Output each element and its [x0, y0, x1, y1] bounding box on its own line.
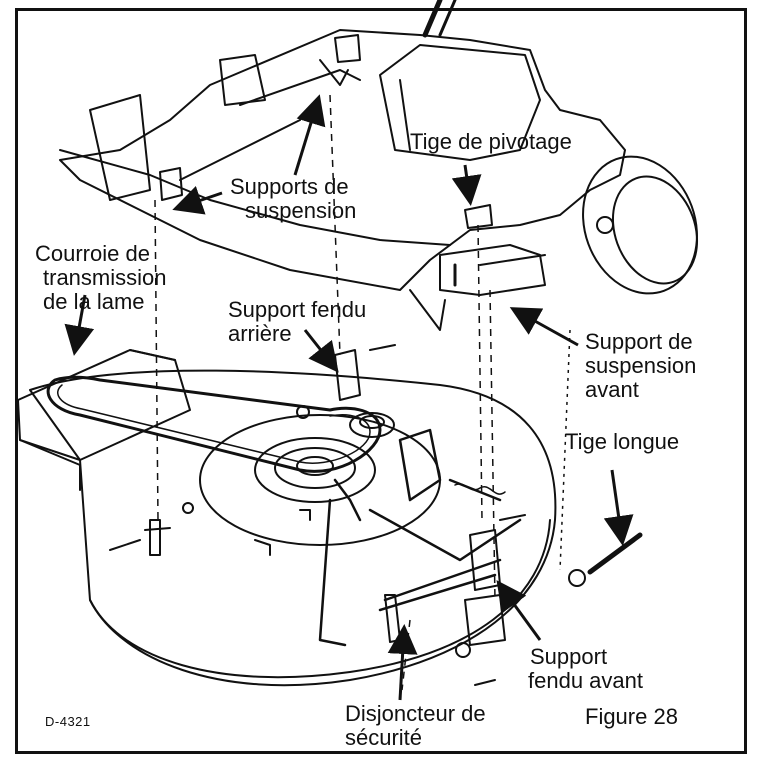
label-suspension-supports: Supports de suspension	[230, 174, 357, 223]
figure-frame	[15, 8, 747, 754]
label-blade-drive-belt: Courroie de transmission de la lame	[35, 241, 167, 314]
blade-drive-belt	[46, 375, 382, 473]
linkage-rods	[318, 428, 522, 647]
alignment-lines	[154, 94, 571, 691]
label-safety-breaker: Disjoncteur de sécurité	[345, 701, 486, 750]
figure-caption: Figure 28	[585, 704, 678, 729]
tractor-body	[59, 0, 626, 291]
front-suspension-bracket	[409, 244, 546, 331]
leader-arrows	[64, 94, 634, 701]
label-front-slotted-support: Support fendu avant	[528, 644, 643, 693]
drawing-id: D-4321	[45, 714, 91, 729]
label-pivot-rod: Tige de pivotage	[410, 129, 572, 154]
mower-deck	[17, 349, 557, 687]
label-rear-slotted-support: Support fendu arrière	[228, 297, 367, 346]
front-wheel	[582, 155, 699, 295]
label-front-suspension-support: Support de suspension avant	[585, 329, 697, 402]
label-long-rod: Tige longue	[565, 429, 680, 454]
